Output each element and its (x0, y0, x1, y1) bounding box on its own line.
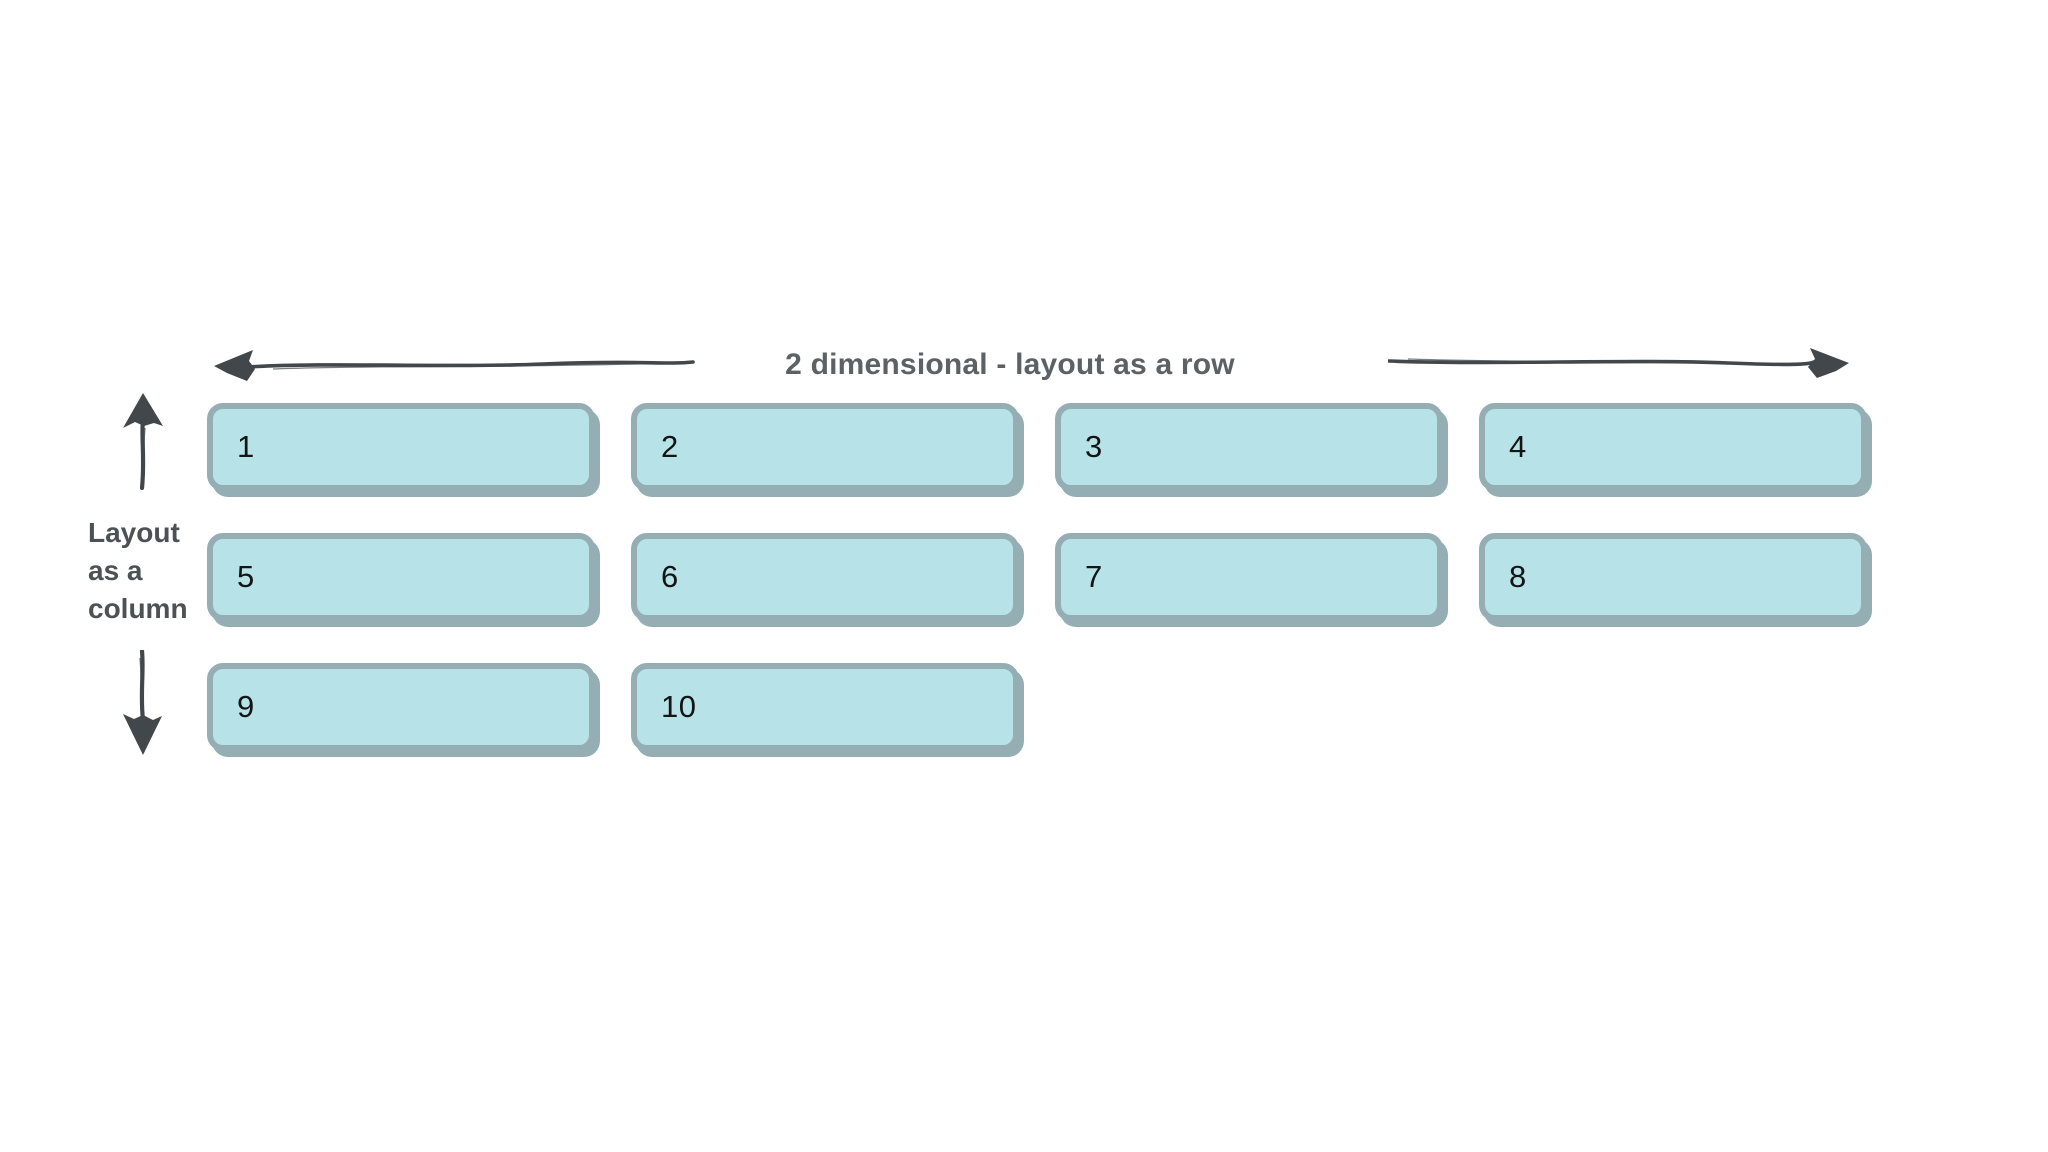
grid-box-1: 1 (207, 403, 595, 491)
grid-box-5: 5 (207, 533, 595, 621)
grid-box-8: 8 (1479, 533, 1867, 621)
box-number: 10 (661, 689, 697, 724)
grid-box-4: 4 (1479, 403, 1867, 491)
grid-box-10: 10 (631, 663, 1019, 751)
sketch-arrow-down-icon (123, 650, 162, 755)
box-number: 8 (1509, 559, 1527, 594)
box-number: 6 (661, 559, 679, 594)
column-axis-label: Layout as a column (88, 514, 218, 628)
row-axis-title: 2 dimensional - layout as a row (785, 348, 1235, 381)
column-axis-label-line: column (88, 593, 188, 624)
box-number: 2 (661, 429, 679, 464)
sketch-arrow-up-icon (123, 393, 163, 490)
box-number: 7 (1085, 559, 1103, 594)
grid-box-2: 2 (631, 403, 1019, 491)
column-axis-label-line: Layout (88, 517, 180, 548)
box-grid: 1 2 3 4 5 6 7 8 9 10 (207, 403, 1867, 751)
sketch-arrow-right-icon (1388, 348, 1849, 378)
box-number: 5 (237, 559, 255, 594)
grid-box-9: 9 (207, 663, 595, 751)
grid-box-6: 6 (631, 533, 1019, 621)
column-axis-label-line: as a (88, 555, 143, 586)
box-number: 9 (237, 689, 255, 724)
grid-box-3: 3 (1055, 403, 1443, 491)
box-number: 1 (237, 429, 255, 464)
sketch-arrow-left-icon (214, 350, 695, 381)
box-number: 4 (1509, 429, 1527, 464)
box-number: 3 (1085, 429, 1103, 464)
grid-box-7: 7 (1055, 533, 1443, 621)
